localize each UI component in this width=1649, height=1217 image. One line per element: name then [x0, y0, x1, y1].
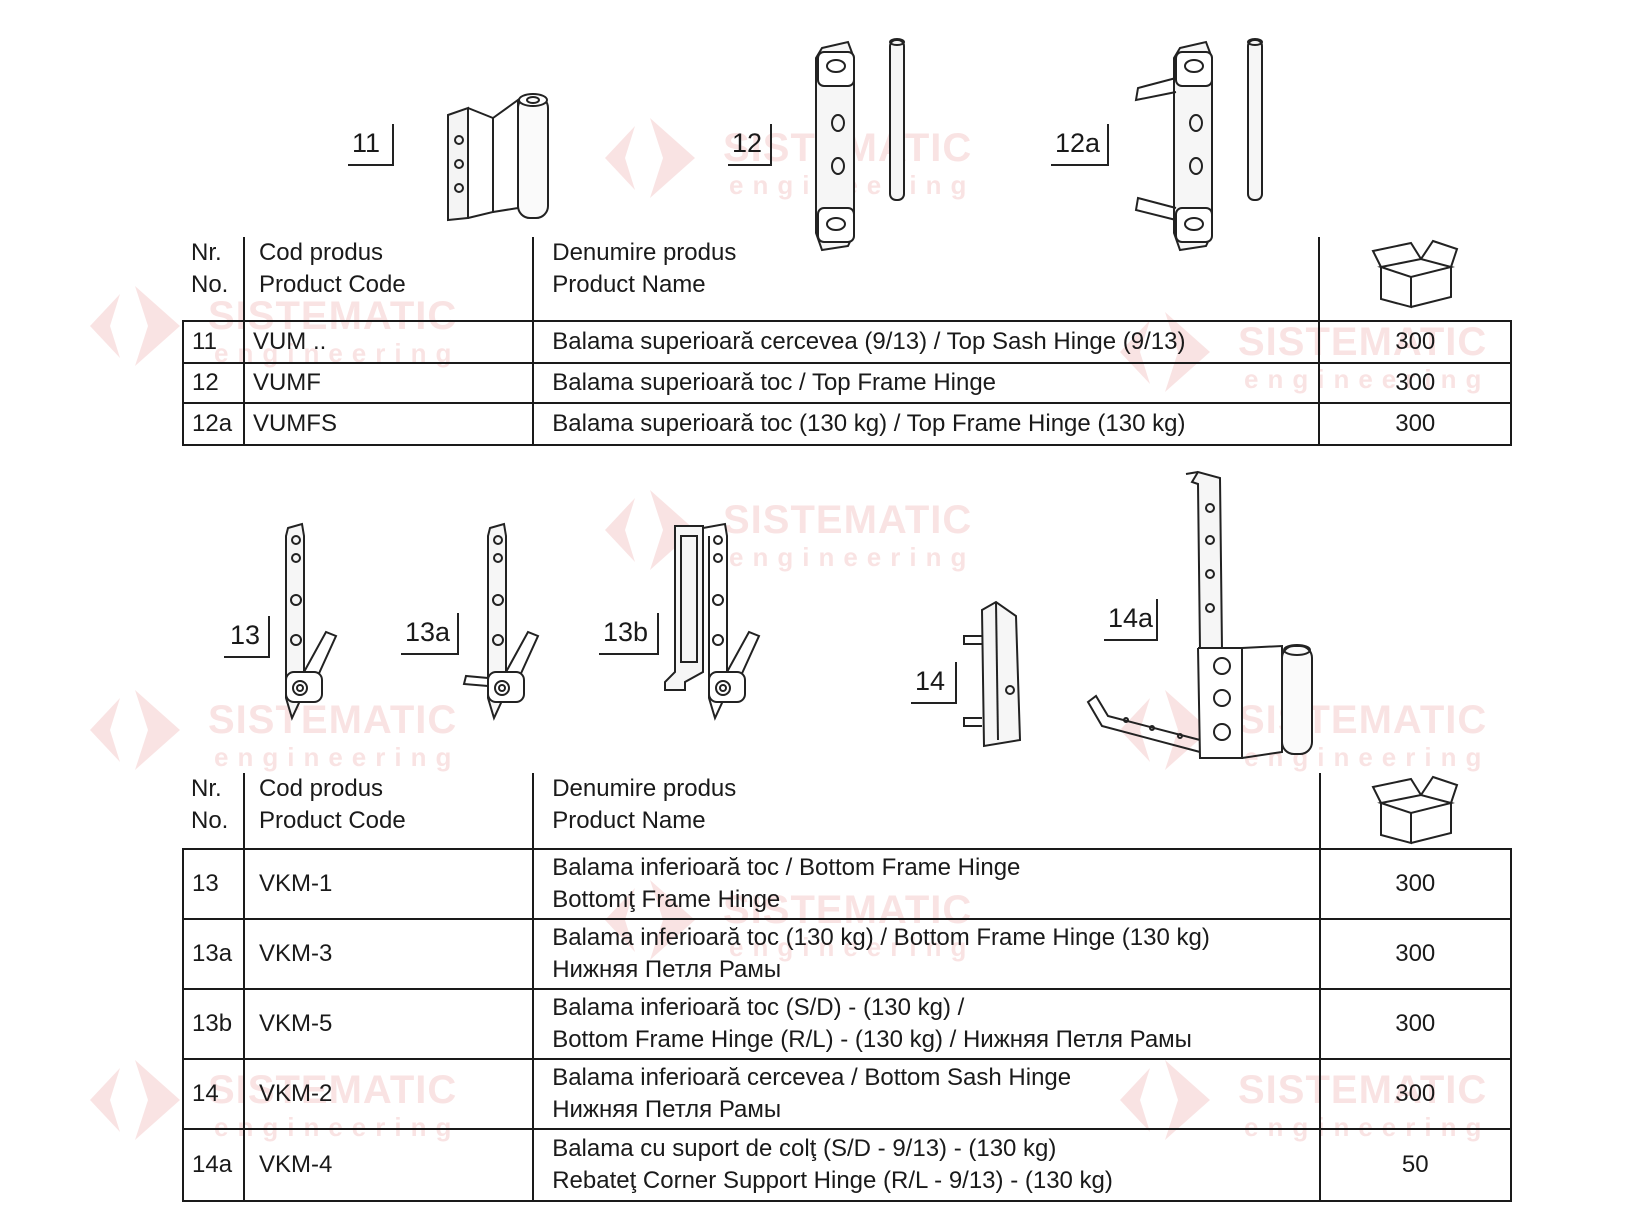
row-nr: 11 [182, 320, 245, 364]
header-name: Denumire produs Product Name [532, 773, 1321, 850]
row-code: VKM-2 [242, 1058, 535, 1130]
row-qty: 300 [1318, 320, 1512, 364]
hinge-drawing-13b [664, 522, 761, 721]
row-name: Balama inferioară toc (S/D) - (130 kg) /… [532, 988, 1321, 1060]
hinge-drawing-14 [963, 600, 1022, 748]
table-header: Nr. No. Cod produs Product Code Denumire… [183, 237, 1511, 322]
row-nr: 12 [182, 362, 245, 404]
row-qty: 300 [1318, 918, 1513, 990]
row-name: Balama superioară toc (130 kg) / Top Fra… [532, 402, 1321, 446]
row-code: VUM .. [242, 320, 535, 364]
row-name: Balama superioară cercevea (9/13) / Top … [532, 320, 1321, 364]
row-nr: 13a [182, 918, 245, 990]
box-icon [1371, 775, 1459, 845]
header-name: Denumire produs Product Name [532, 237, 1321, 322]
table-row: 12a VUMFS Balama superioară toc (130 kg)… [182, 402, 1512, 446]
header-nr: Nr. No. [183, 237, 245, 322]
row-qty: 300 [1318, 1058, 1513, 1130]
item-label-12: 12 [728, 124, 772, 166]
table-row: 11 VUM .. Balama superioară cercevea (9/… [182, 320, 1512, 364]
table-row: 13a VKM-3 Balama inferioară toc (130 kg)… [182, 918, 1513, 990]
hinge-drawing-14a [1086, 470, 1313, 759]
row-qty: 300 [1318, 362, 1512, 404]
item-label-13b: 13b [599, 613, 659, 655]
row-qty: 300 [1318, 402, 1512, 446]
row-code: VKM-1 [242, 848, 535, 920]
item-label-13: 13 [224, 616, 270, 658]
header-qty [1318, 773, 1511, 850]
row-code: VKM-3 [242, 918, 535, 990]
row-code: VUMFS [242, 402, 535, 446]
row-name: Balama inferioară cercevea / Bottom Sash… [532, 1058, 1321, 1130]
header-nr: Nr. No. [183, 773, 245, 850]
row-name: Balama superioară toc / Top Frame Hinge [532, 362, 1321, 404]
box-icon [1371, 239, 1458, 309]
item-label-14: 14 [911, 662, 957, 704]
item-label-14a: 14a [1104, 599, 1158, 641]
table-row: 14a VKM-4 Balama cu suport de colţ (S/D … [182, 1128, 1513, 1202]
row-name: Balama cu suport de colţ (S/D - 9/13) - … [532, 1128, 1321, 1202]
table-header: Nr. No. Cod produs Product Code Denumire… [183, 773, 1511, 850]
hinge-drawing-12 [815, 38, 905, 252]
row-nr: 12a [182, 402, 245, 446]
row-nr: 14 [182, 1058, 245, 1130]
product-table-bottom: Nr. No. Cod produs Product Code Denumire… [182, 773, 1513, 1202]
row-nr: 13 [182, 848, 245, 920]
table-row: 12 VUMF Balama superioară toc / Top Fram… [182, 362, 1512, 404]
row-nr: 13b [182, 988, 245, 1060]
item-label-13a: 13a [401, 613, 459, 655]
table-row: 14 VKM-2 Balama inferioară cercevea / Bo… [182, 1058, 1513, 1130]
table-row: 13 VKM-1 Balama inferioară toc / Bottom … [182, 848, 1513, 920]
header-code: Cod produs Product Code [242, 237, 535, 322]
row-qty: 50 [1318, 1128, 1513, 1202]
watermark-sub: engineering [214, 742, 461, 772]
row-nr: 14a [182, 1128, 245, 1202]
table-row: 13b VKM-5 Balama inferioară toc (S/D) - … [182, 988, 1513, 1060]
row-name: Balama inferioară toc (130 kg) / Bottom … [532, 918, 1321, 990]
row-code: VKM-5 [242, 988, 535, 1060]
row-code: VKM-4 [242, 1128, 535, 1202]
hinge-drawing-11 [447, 93, 549, 222]
hinge-drawing-13 [285, 522, 338, 721]
hinge-drawing-13a [462, 522, 540, 721]
header-qty [1318, 237, 1511, 322]
header-code: Cod produs Product Code [242, 773, 535, 850]
row-qty: 300 [1318, 988, 1513, 1060]
hinge-drawing-12a [1134, 38, 1263, 252]
item-label-12a: 12a [1051, 124, 1109, 166]
product-table-top: Nr. No. Cod produs Product Code Denumire… [182, 237, 1512, 446]
row-name: Balama inferioară toc / Bottom Frame Hin… [532, 848, 1321, 920]
watermark-sub: engineering [729, 542, 976, 572]
row-qty: 300 [1318, 848, 1513, 920]
item-label-11: 11 [348, 124, 394, 166]
row-code: VUMF [242, 362, 535, 404]
